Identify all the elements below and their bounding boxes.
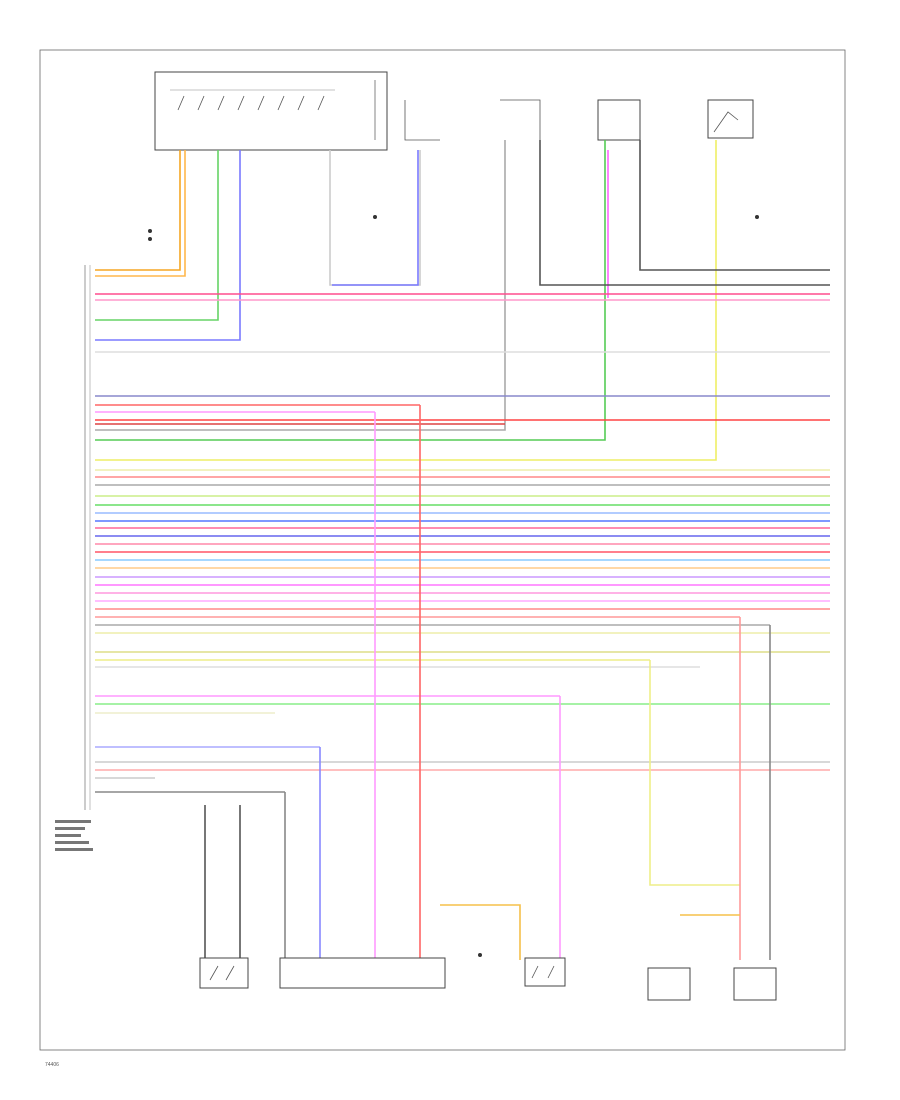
relay-box-1 xyxy=(404,100,440,141)
bottom-vertical-wires xyxy=(204,405,771,960)
ground-symbol xyxy=(148,215,759,241)
top-switch-module xyxy=(154,71,388,151)
relay-box-4 xyxy=(707,99,754,139)
bottom-module-4 xyxy=(647,967,691,1001)
left-connector-note xyxy=(55,820,93,851)
diagram-frame xyxy=(39,49,846,1051)
ground-symbol xyxy=(478,953,482,957)
bottom-module-5 xyxy=(733,967,777,1001)
bus-wires xyxy=(95,293,830,793)
relay-box-3 xyxy=(597,99,641,141)
top-vertical-wires xyxy=(95,140,830,461)
bottom-module-3 xyxy=(524,957,566,987)
relay-box-2 xyxy=(500,99,541,140)
bottom-module-2 xyxy=(279,957,446,989)
diagram-code: 74406 xyxy=(45,1062,59,1068)
bottom-module-1 xyxy=(199,957,249,989)
